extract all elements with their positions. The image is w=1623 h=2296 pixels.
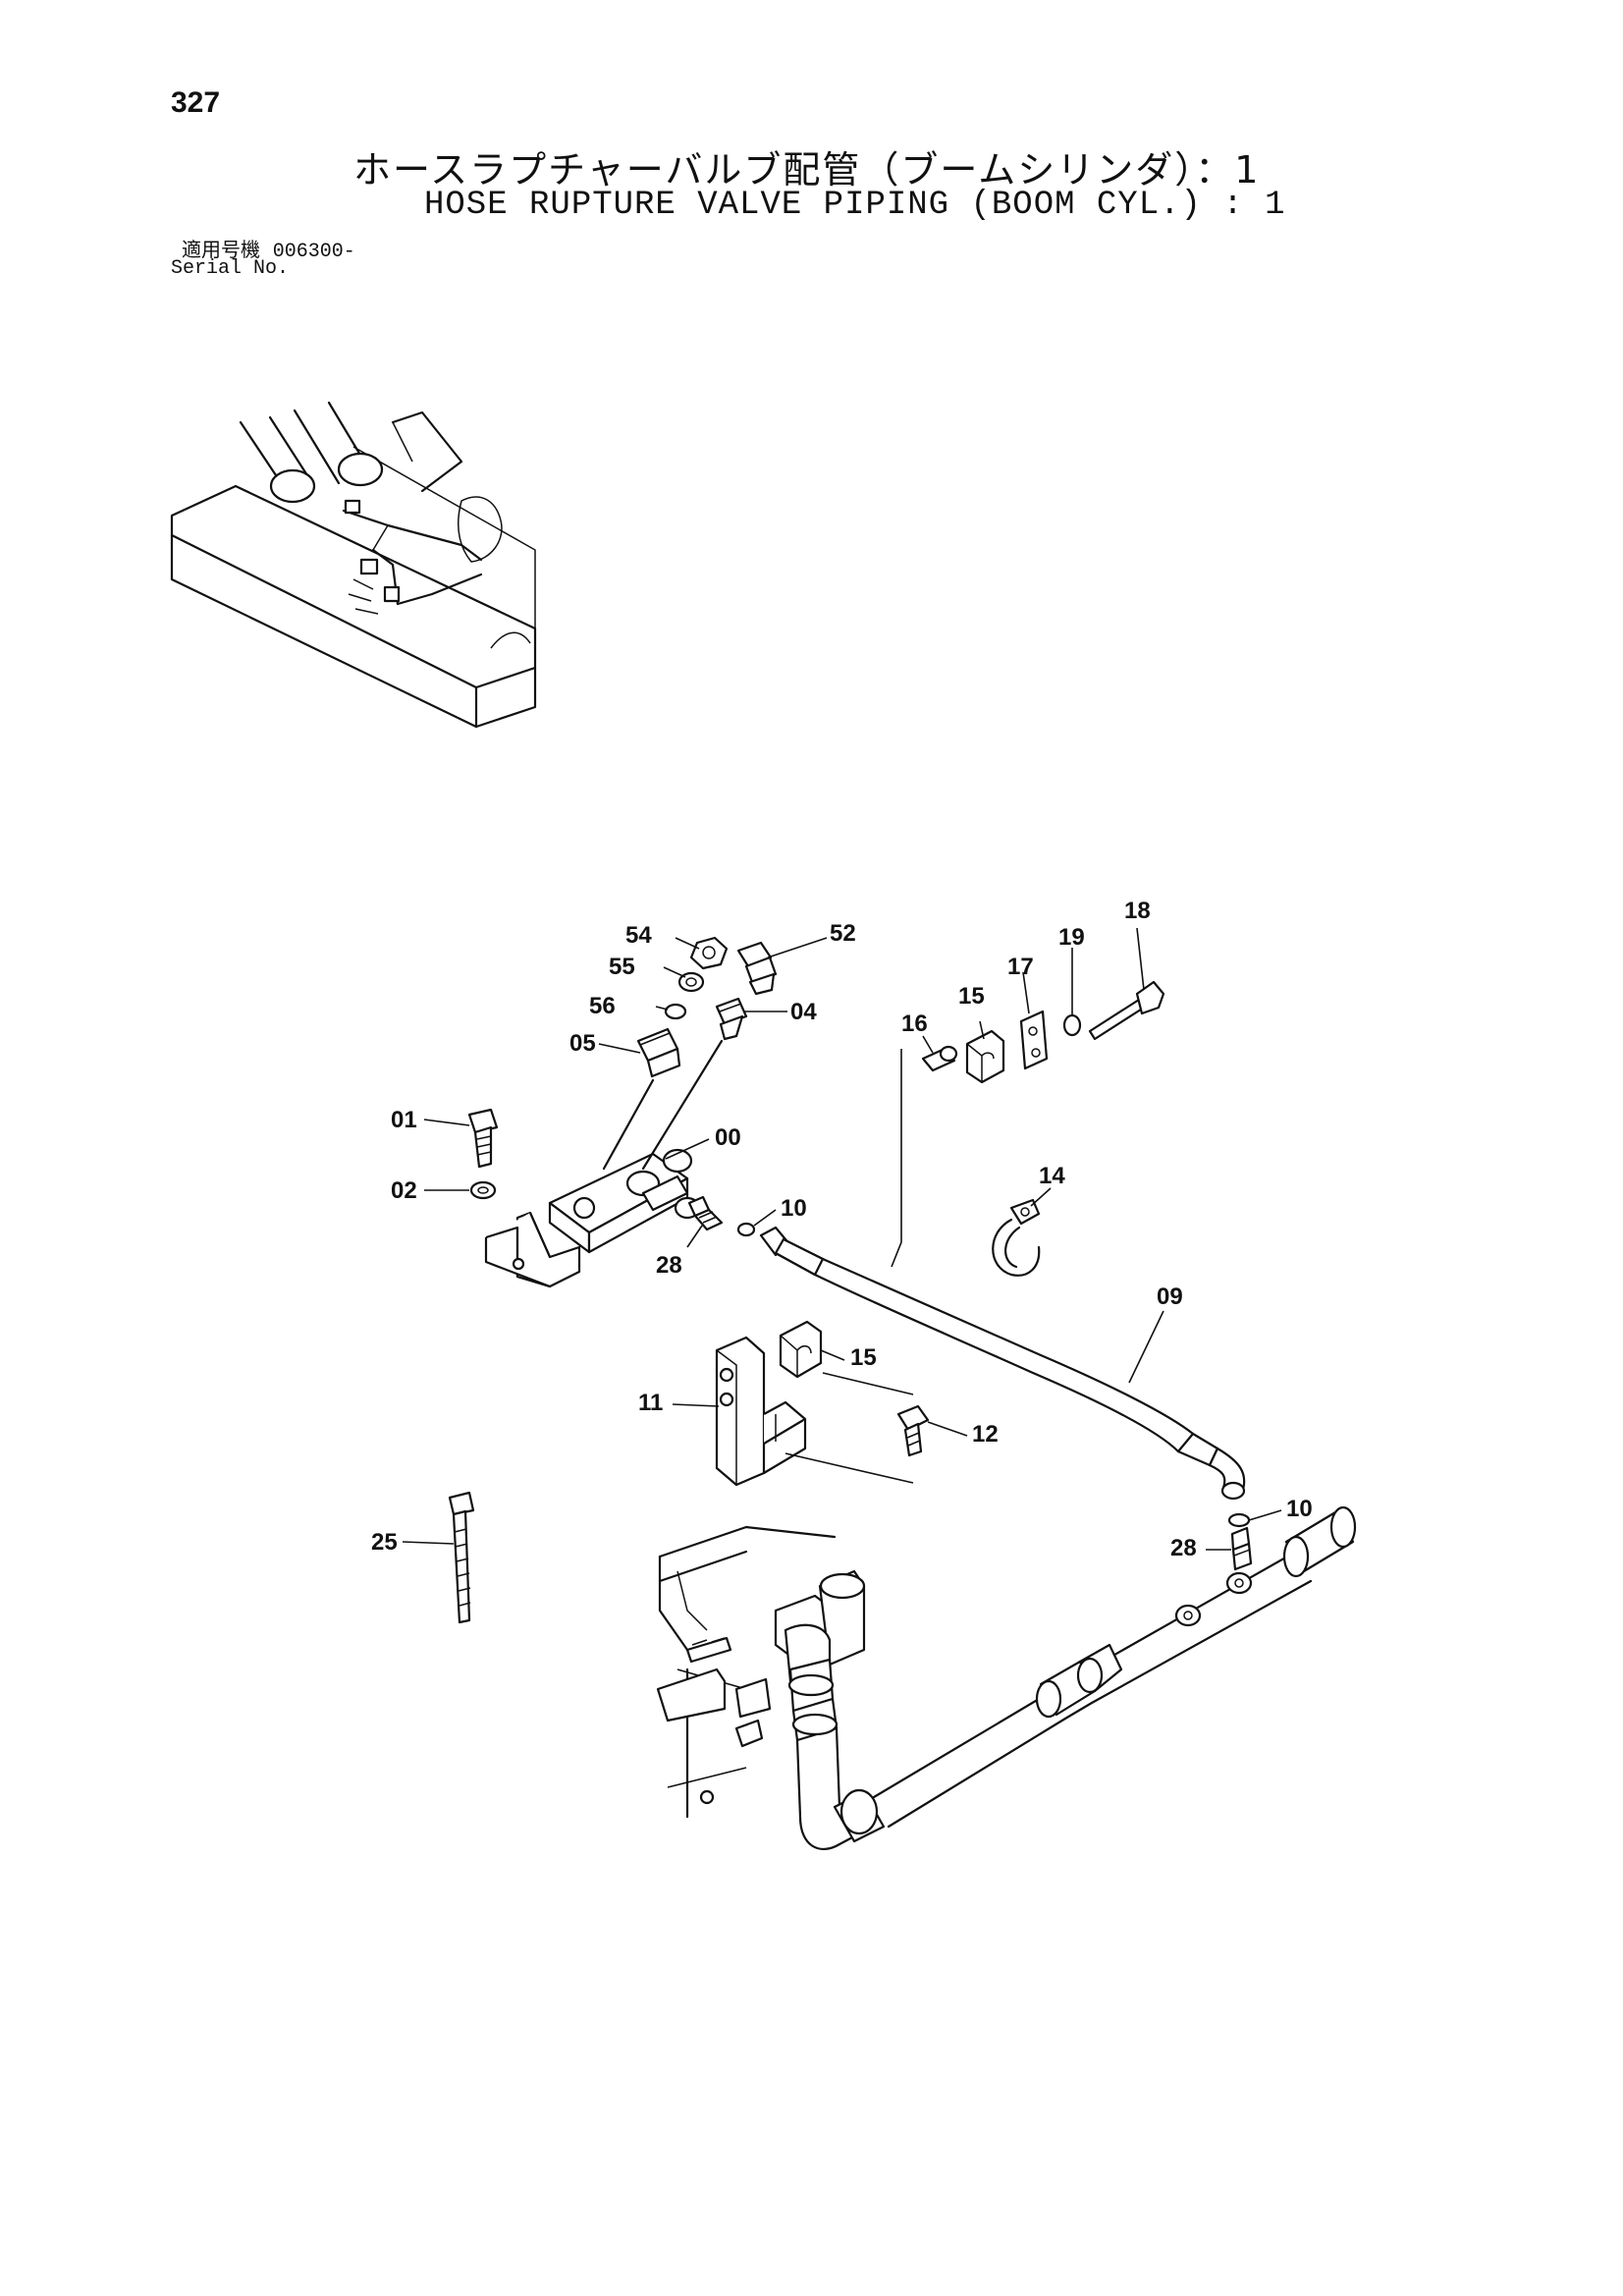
part-label-12: 12	[972, 1421, 999, 1448]
part-label-00: 00	[715, 1124, 741, 1151]
bolt-18	[1088, 980, 1165, 1041]
serial-label-japanese: 適用号機	[182, 238, 260, 261]
part-label-28-upper: 28	[656, 1252, 682, 1279]
part-label-05: 05	[569, 1030, 596, 1057]
part-label-28-lower: 28	[1170, 1535, 1197, 1561]
spring-washer-19	[1062, 1013, 1082, 1037]
part-label-01: 01	[391, 1107, 417, 1133]
page-title-english: HOSE RUPTURE VALVE PIPING (BOOM CYL.) : …	[424, 187, 1286, 224]
hose-rupture-valve	[484, 1148, 701, 1288]
part-label-11: 11	[638, 1390, 663, 1416]
serial-value: 006300-	[272, 241, 355, 263]
washer-55	[677, 971, 705, 993]
part-label-14: 14	[1039, 1163, 1065, 1189]
serial-label-english: Serial No.	[171, 257, 290, 280]
cable-tie-25	[448, 1491, 475, 1624]
plate-17	[1019, 1010, 1049, 1070]
part-label-10-lower: 10	[1286, 1496, 1313, 1522]
connector-28-upper	[687, 1195, 724, 1231]
fitting-52	[736, 941, 778, 996]
adapter-04	[715, 997, 748, 1041]
flange-bolt-12	[896, 1404, 930, 1457]
clamp-15-lower	[779, 1320, 823, 1379]
bracket-11	[715, 1336, 807, 1487]
o-ring-10-lower	[1227, 1512, 1251, 1528]
adapter-05	[636, 1027, 681, 1078]
o-ring-56	[664, 1003, 687, 1020]
part-label-15-upper: 15	[958, 983, 985, 1010]
part-label-54: 54	[625, 922, 652, 949]
part-label-55: 55	[609, 954, 635, 980]
part-label-16: 16	[901, 1011, 928, 1037]
part-label-04: 04	[790, 999, 817, 1025]
part-label-52: 52	[830, 920, 856, 947]
clamp-15-upper	[965, 1029, 1005, 1084]
part-label-10-upper: 10	[781, 1195, 807, 1222]
part-label-25: 25	[371, 1529, 398, 1556]
washer-02	[469, 1180, 497, 1200]
part-label-18: 18	[1124, 898, 1151, 924]
part-label-09: 09	[1157, 1284, 1183, 1310]
bolt-01	[467, 1108, 499, 1169]
connector-28-lower	[1230, 1526, 1253, 1571]
location-overview-sketch	[170, 401, 537, 729]
boom-cylinder-pipe-assembly	[656, 1505, 1357, 1850]
part-label-56: 56	[589, 993, 616, 1019]
hose-09	[759, 1226, 1246, 1501]
part-label-02: 02	[391, 1177, 417, 1204]
o-ring-10-upper	[736, 1222, 756, 1237]
nut-54	[689, 936, 729, 970]
clamp-14	[992, 1198, 1041, 1277]
part-label-19: 19	[1058, 924, 1085, 951]
page-number: 327	[171, 86, 221, 119]
page-title-japanese: ホースラプチャーバルブ配管（ブームシリンダ）：1	[353, 148, 1261, 191]
collar-16	[921, 1045, 958, 1072]
part-label-15-lower: 15	[850, 1344, 877, 1371]
serial-line-japanese: 適用号機 006300-	[182, 234, 355, 263]
part-label-17: 17	[1007, 954, 1034, 980]
